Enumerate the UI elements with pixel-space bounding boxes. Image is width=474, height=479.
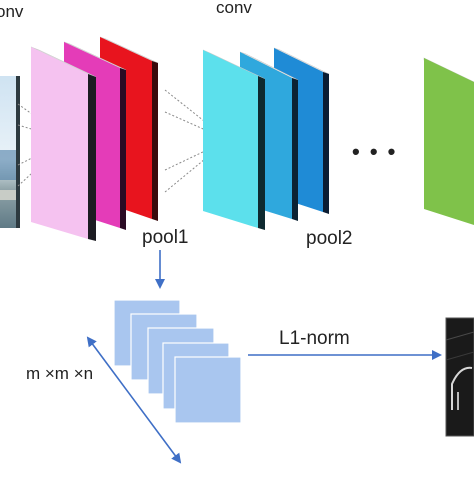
ellipsis-dots: • • • — [352, 139, 397, 164]
conv-label-left: onv — [0, 2, 24, 21]
conv1-slab-pink — [30, 46, 97, 241]
pool2-label: pool2 — [306, 228, 353, 249]
pool1-label: pool1 — [142, 227, 189, 248]
feature-map-stack — [113, 299, 242, 424]
input-image — [0, 76, 20, 228]
output-image — [445, 317, 474, 437]
l1-norm-label: L1-norm — [279, 328, 350, 349]
conv-block-2 — [202, 47, 330, 230]
conv-block-1 — [30, 36, 159, 241]
conv2-slab-cyan — [202, 49, 266, 230]
dims-label: m ×m ×n — [26, 364, 93, 383]
feature-map-5 — [174, 356, 242, 424]
conv-block-final — [423, 57, 474, 225]
dimension-arrow — [86, 336, 182, 464]
conv-label-right: conv — [216, 0, 252, 17]
